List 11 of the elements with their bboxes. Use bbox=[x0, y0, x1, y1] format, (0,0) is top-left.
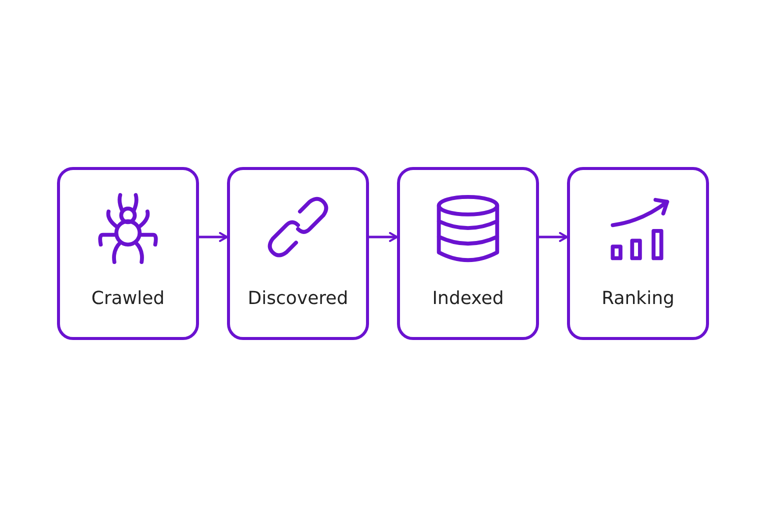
arrow bbox=[539, 232, 568, 242]
step-label: Crawled bbox=[91, 288, 165, 309]
process-box bbox=[227, 167, 369, 340]
arrow bbox=[369, 232, 398, 242]
step-label: Discovered bbox=[248, 288, 348, 309]
process-box bbox=[397, 167, 539, 340]
process-box bbox=[57, 167, 199, 340]
arrow bbox=[199, 232, 228, 242]
step-label: Indexed bbox=[432, 288, 504, 309]
step-label: Ranking bbox=[602, 288, 674, 309]
process-box bbox=[567, 167, 709, 340]
